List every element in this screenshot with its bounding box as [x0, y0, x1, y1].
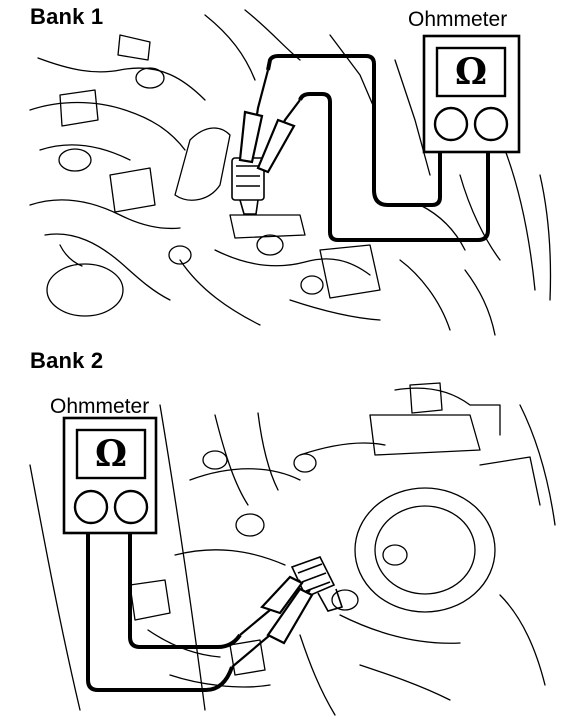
engine-line — [39, 144, 131, 161]
bank2-sensor-connector — [290, 556, 344, 612]
bank2-title: Bank 2 — [30, 348, 104, 373]
engine-line — [58, 148, 92, 172]
engine-line — [394, 59, 431, 176]
bank2-ohm-symbol: Ω — [95, 433, 127, 475]
engine-line — [59, 244, 83, 267]
engine-line — [46, 263, 124, 317]
engine-line — [174, 549, 286, 566]
engine-line — [359, 664, 451, 701]
engine-line — [319, 244, 381, 299]
bank1-ohmmeter-label: Ohmmeter — [408, 8, 508, 31]
bank1-meter-leads — [266, 54, 490, 242]
engine-line — [331, 589, 359, 611]
engine-line — [369, 414, 481, 456]
bank1-ohm-symbol: Ω — [455, 51, 487, 93]
bank2-meter-jack-right — [113, 489, 149, 525]
engine-line — [354, 487, 496, 613]
engine-line — [409, 382, 443, 414]
engine-line — [189, 468, 301, 481]
engine-line — [214, 249, 371, 276]
engine-line — [504, 149, 536, 291]
engine-line — [257, 412, 279, 491]
engine-line — [329, 34, 376, 111]
engine-line — [229, 639, 266, 676]
bank1-panel: Ω Bank 1 Ohmmeter — [0, 0, 576, 345]
engine-line — [229, 214, 306, 239]
engine-line — [29, 199, 181, 230]
engine-line — [374, 505, 476, 595]
engine-line — [419, 204, 466, 251]
bank1-meter-jack-right — [473, 106, 509, 142]
engine-line — [459, 174, 501, 261]
engine-line — [300, 275, 324, 295]
engine-line — [382, 544, 408, 566]
bank2-engine-illustration: Ω — [29, 382, 556, 716]
bank1-ohmmeter-display — [435, 46, 507, 98]
bank2-ohmmeter-display — [75, 428, 147, 480]
engine-line — [159, 404, 206, 711]
bank2-ohmmeter-label: Ohmmeter — [50, 395, 150, 418]
engine-line — [37, 57, 206, 101]
bank1-ohmmeter: Ω — [422, 34, 521, 154]
engine-line — [29, 464, 81, 711]
engine-line — [293, 453, 317, 473]
engine-line — [109, 167, 156, 213]
engine-line — [29, 101, 186, 151]
bank1-engine-illustration: Ω — [29, 9, 552, 336]
engine-line — [519, 404, 556, 526]
bank1-test-probes — [238, 69, 301, 174]
engine-line — [44, 233, 171, 301]
bank2-meter-leads — [86, 533, 242, 692]
engine-line — [464, 269, 496, 336]
bank2-meter-jack-left — [73, 489, 109, 525]
engine-line — [289, 299, 381, 321]
bank1-title: Bank 1 — [30, 4, 104, 29]
engine-line — [339, 614, 461, 644]
engine-line — [129, 579, 171, 621]
engine-line — [299, 634, 336, 716]
bank1-sensor-connector — [231, 157, 265, 215]
engine-line — [179, 259, 261, 326]
engine-line — [479, 456, 541, 506]
bank1-meter-jack-left — [433, 106, 469, 142]
engine-line — [235, 513, 265, 537]
engine-line — [174, 127, 231, 201]
engine-line — [539, 174, 552, 301]
engine-line — [399, 259, 451, 331]
engine-line — [394, 387, 501, 436]
engine-line — [214, 414, 249, 506]
engine-line — [299, 442, 386, 456]
engine-line — [499, 594, 546, 686]
engine-line — [147, 629, 221, 658]
bank2-test-probes — [231, 575, 314, 668]
engine-line — [256, 234, 284, 256]
engine-line — [202, 450, 228, 470]
engine-line — [135, 67, 165, 89]
bank2-panel: Ω Bank 2 Ohmmeter — [0, 345, 576, 720]
engine-line — [59, 89, 99, 127]
engine-line — [244, 9, 301, 61]
engine-line — [168, 245, 192, 265]
engine-line — [117, 34, 151, 61]
engine-line — [204, 14, 256, 81]
bank2-ohmmeter: Ω — [62, 416, 158, 535]
